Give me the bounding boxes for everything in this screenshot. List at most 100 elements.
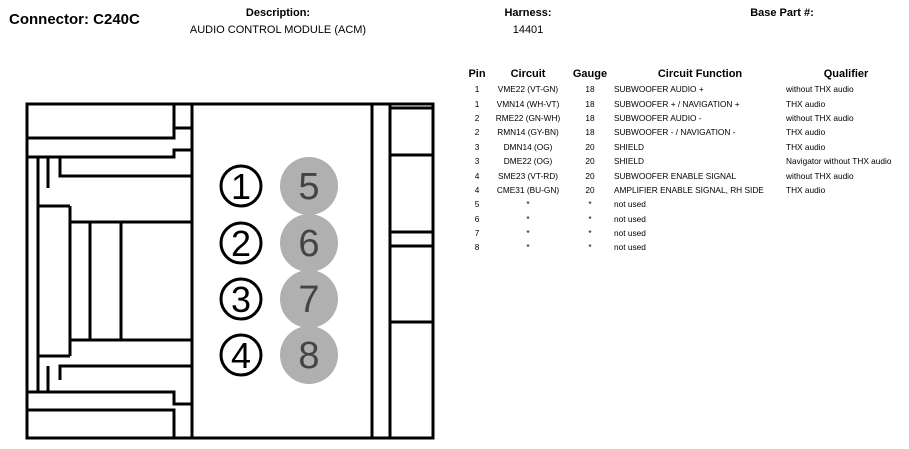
- pinout-table: Pin Circuit Gauge Circuit Function Quali…: [466, 68, 906, 255]
- description-value: AUDIO CONTROL MODULE (ACM): [189, 24, 367, 36]
- cell-qualifier: THX audio: [786, 98, 826, 109]
- header-qualifier: Qualifier: [823, 68, 869, 80]
- cell-circuit: *: [526, 242, 530, 253]
- left-latch-structure: [27, 104, 194, 438]
- cell-gauge: *: [588, 228, 592, 239]
- cell-qualifier: without THX audio: [786, 170, 854, 181]
- cell-circuit: DMN14 (OG): [503, 141, 553, 152]
- harness-value: 14401: [512, 24, 544, 36]
- cell-function: not used: [614, 242, 646, 253]
- harness-label: Harness:: [504, 7, 552, 19]
- cell-qualifier: [786, 197, 906, 211]
- cell-gauge: 20: [585, 156, 595, 167]
- cell-circuit: RMN14 (GY-BN): [497, 127, 559, 138]
- pin-number-1: 1: [231, 166, 251, 207]
- cell-circuit: CME31 (BU-GN): [496, 184, 560, 195]
- pin-cavity-3: 3: [219, 277, 263, 321]
- harness-block: Harness: 14401: [488, 7, 568, 36]
- cell-function: SUBWOOFER AUDIO +: [614, 84, 704, 95]
- cell-qualifier: THX audio: [786, 127, 826, 138]
- cell-gauge: *: [588, 213, 592, 224]
- header-pin: Pin: [468, 68, 486, 80]
- pin-number-3: 3: [231, 279, 251, 320]
- cell-function: SUBWOOFER AUDIO -: [614, 112, 702, 123]
- table-row: 1 VME22 (VT-GN) 18 SUBWOOFER AUDIO + without…: [466, 82, 906, 96]
- cell-circuit: RME22 (GN-WH): [495, 112, 561, 123]
- cell-gauge: 18: [585, 112, 595, 123]
- cell-qualifier: [786, 212, 906, 226]
- pin-number-8: 8: [298, 335, 319, 377]
- table-row: 6**not used: [466, 212, 906, 226]
- pin-number-7: 7: [298, 279, 319, 321]
- header-circuit: Circuit: [510, 68, 546, 80]
- base-part-block: Base Part #:: [732, 7, 832, 24]
- cell-circuit: *: [526, 228, 530, 239]
- cell-circuit: DME22 (OG): [503, 156, 553, 167]
- cell-circuit: VMN14 (WH-VT): [496, 98, 560, 109]
- cell-function: SUBWOOFER + / NAVIGATION +: [614, 98, 740, 109]
- cell-function: not used: [614, 199, 646, 210]
- cell-gauge: 18: [585, 98, 595, 109]
- cell-qualifier: without THX audio: [786, 84, 854, 95]
- pin-cavity-2: 2: [219, 221, 263, 265]
- cell-function: not used: [614, 213, 646, 224]
- table-row: 1 VMN14 (WH-VT) 18 SUBWOOFER + / NAVIGATION…: [466, 96, 906, 110]
- table-row: 4 CME31 (BU-GN) 20 AMPLIFIER ENABLE SIGNAL,…: [466, 183, 906, 197]
- cell-function: SUBWOOFER - / NAVIGATION -: [614, 127, 736, 138]
- header-gauge: Gauge: [572, 68, 608, 80]
- cell-pin: 4: [474, 184, 480, 195]
- cell-pin: 1: [474, 98, 480, 109]
- cell-gauge: 20: [585, 184, 595, 195]
- header-circuit-function: Circuit Function: [657, 68, 743, 80]
- cell-function: SUBWOOFER ENABLE SIGNAL: [614, 170, 737, 181]
- cell-gauge: 20: [585, 141, 595, 152]
- connector-title: Connector: C240C: [9, 11, 140, 28]
- cell-gauge: 18: [585, 127, 595, 138]
- connector-outline: [25, 102, 435, 440]
- cell-pin: 3: [474, 141, 480, 152]
- pin-number-4: 4: [231, 335, 251, 376]
- cell-pin: 1: [474, 84, 480, 95]
- pin-cavity-5: 5: [280, 157, 338, 215]
- cell-function: SHIELD: [614, 156, 644, 167]
- cell-pin: 5: [474, 199, 480, 210]
- cell-gauge: 18: [585, 84, 595, 95]
- cell-circuit: *: [526, 199, 530, 210]
- pin-cavity-6: 6: [280, 214, 338, 272]
- connector-face-diagram: [25, 102, 435, 440]
- cell-circuit: SME23 (VT-RD): [498, 170, 558, 181]
- cell-qualifier: THX audio: [786, 184, 826, 195]
- cell-circuit: *: [526, 213, 530, 224]
- cell-circuit: VME22 (VT-GN): [497, 84, 559, 95]
- table-row: 7**not used: [466, 226, 906, 240]
- cell-gauge: 20: [585, 170, 595, 181]
- cell-function: SHIELD: [614, 141, 644, 152]
- pin-number-6: 6: [298, 223, 319, 265]
- pin-cavity-4: 4: [219, 333, 263, 377]
- table-row: 4 SME23 (VT-RD) 20 SUBWOOFER ENABLE SIGNAL w…: [466, 168, 906, 182]
- cell-gauge: *: [588, 199, 592, 210]
- pin-cavities: 1 2 3 4 5 6 7 8: [219, 157, 338, 384]
- cell-pin: 2: [474, 127, 480, 138]
- cell-gauge: *: [588, 242, 592, 253]
- pinout-rows: 1 VME22 (VT-GN) 18 SUBWOOFER AUDIO + without…: [466, 82, 906, 255]
- table-row: 3 DMN14 (OG) 20 SHIELD THX audio: [466, 140, 906, 154]
- cell-qualifier: [786, 226, 906, 240]
- pin-number-5: 5: [298, 166, 319, 208]
- pinout-header-row: Pin Circuit Gauge Circuit Function Quali…: [466, 68, 906, 82]
- right-latch-structure: [388, 104, 433, 438]
- pin-cavity-8: 8: [280, 326, 338, 384]
- cell-function: not used: [614, 228, 646, 239]
- cell-function: AMPLIFIER ENABLE SIGNAL, RH SIDE: [614, 184, 764, 195]
- description-block: Description: AUDIO CONTROL MODULE (ACM): [180, 7, 376, 36]
- description-label: Description:: [245, 7, 311, 19]
- cell-pin: 2: [474, 112, 480, 123]
- table-row: 8**not used: [466, 240, 906, 254]
- table-row: 2 RMN14 (GY-BN) 18 SUBWOOFER - / NAVIGATION…: [466, 125, 906, 139]
- table-row: 5 * * not used: [466, 197, 906, 211]
- cell-pin: 4: [474, 170, 480, 181]
- cell-qualifier: THX audio: [786, 141, 826, 152]
- cell-qualifier: Navigator without THX audio: [786, 156, 892, 167]
